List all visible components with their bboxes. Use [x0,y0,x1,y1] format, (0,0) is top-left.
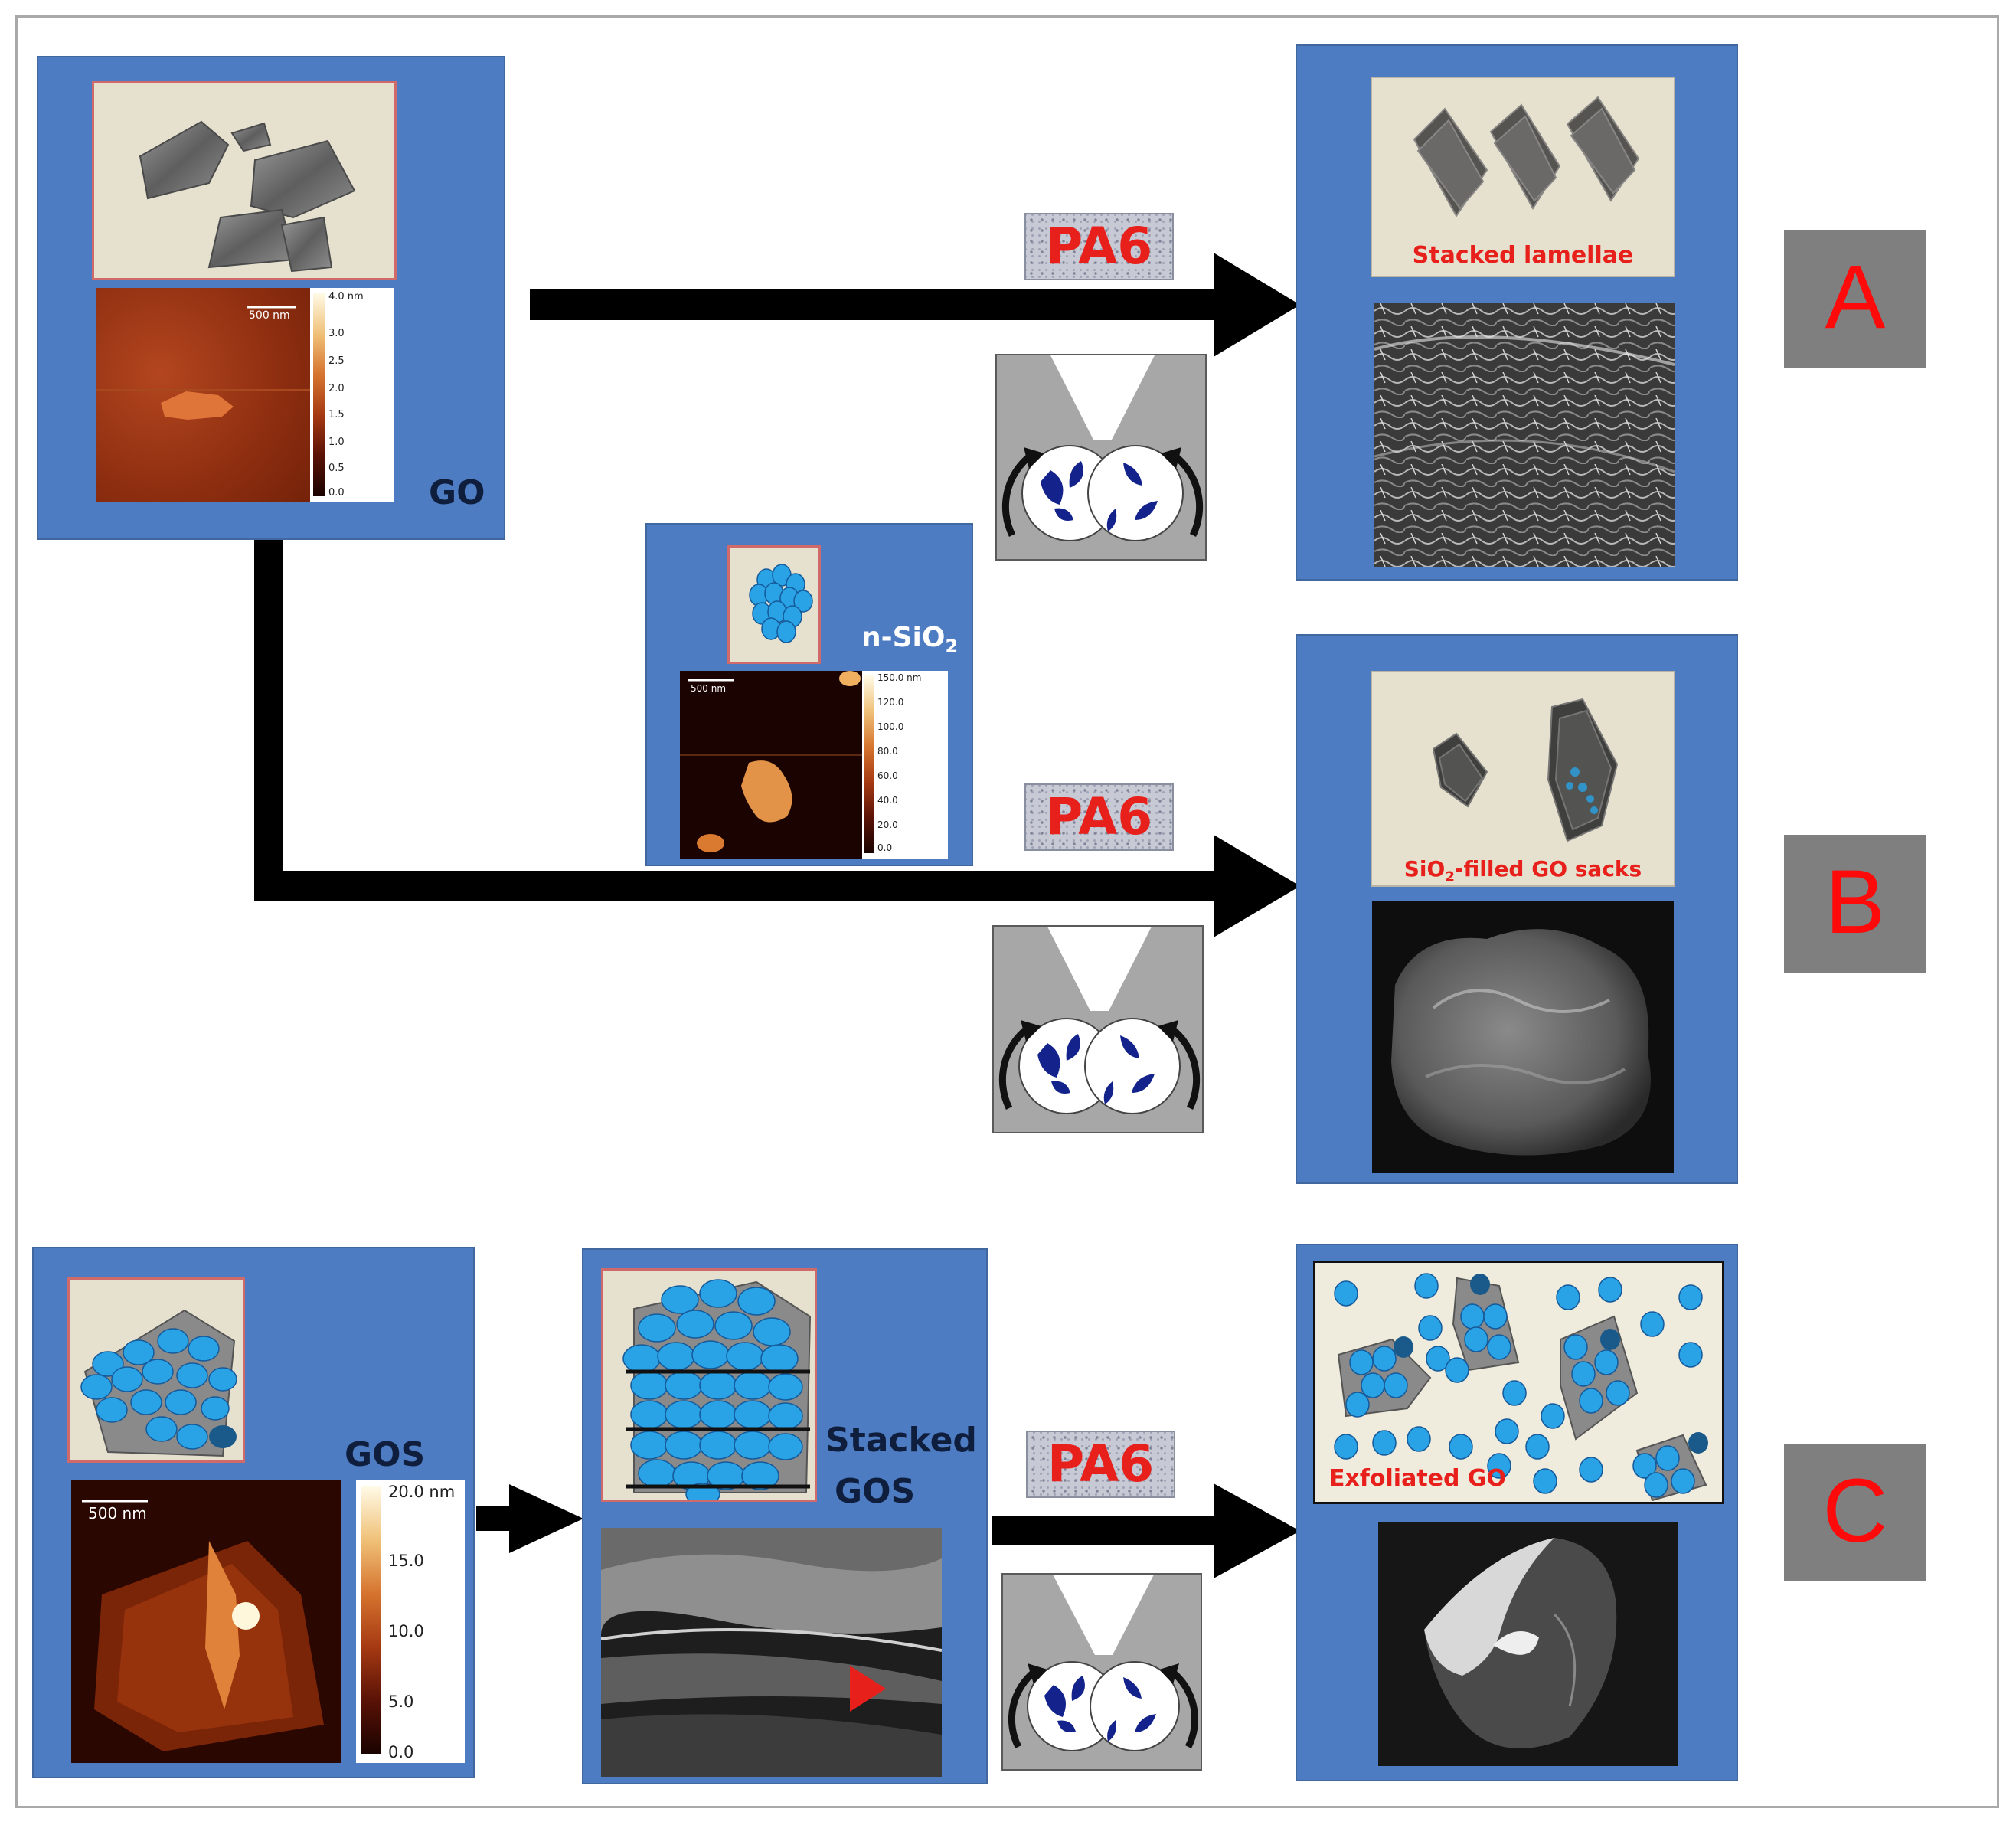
sio2-colorbar-tick-7: 0.0 [877,842,893,853]
row-letter-c: C [1822,1460,1888,1562]
stacked-lamellae-schematic: Stacked lamellae [1371,77,1675,277]
gos-schematic [67,1277,245,1463]
pa6-badge-c: PA6 [1026,1431,1175,1498]
sem-image-b [1372,901,1674,1173]
arrow-c1-shaft [476,1506,513,1531]
go-colorbar-tick-6: 0.5 [328,463,345,474]
red-pointer-triangle [850,1666,886,1712]
arrow-c2-head [1214,1483,1300,1578]
arrow-b-vertical [254,540,283,900]
sio2-colorbar-tick-0: 150.0 nm [877,672,922,683]
gos-colorbar-tick-4: 0.0 [388,1743,414,1761]
go-sheet-schematic [92,81,397,280]
sio2-colorbar-tick-4: 60.0 [877,770,898,781]
pa6-label-a: PA6 [1045,217,1153,276]
arrow-b-head [1214,835,1300,937]
sem-image-c [1378,1522,1678,1766]
go-colorbar-tick-3: 2.0 [328,383,345,394]
pa6-label-c: PA6 [1047,1434,1155,1493]
stacked-gos-schematic [601,1268,817,1502]
gos-scale-bar-label: 500 nm [88,1504,147,1522]
arrow-c2-shaft [992,1516,1223,1545]
caption-exfoliated-go: Exfoliated GO [1329,1465,1507,1492]
go-sheet-1 [139,120,230,200]
row-label-c: C [1784,1444,1926,1581]
go-sheet-3 [250,139,356,219]
go-colorbar-tick-5: 1.0 [328,437,345,448]
twin-screw-extruder-b [992,925,1204,1133]
gos-label: GOS [345,1435,426,1474]
sem-c-bright-fold [1424,1538,1554,1676]
n-sio2-label: n-SiO2 [861,622,958,657]
arrow-b-shaft [254,871,1223,901]
caption-b-subscript: 2 [1445,868,1455,885]
go-afm-image: 500 nm [96,288,310,502]
pa6-badge-b: PA6 [1024,783,1174,851]
caption-b-prefix: SiO [1403,856,1446,881]
sio2-filled-go-sacks-schematic: SiO2-filled GO sacks [1371,671,1675,887]
go-colorbar-tick-0: 4.0 nm [328,291,364,303]
n-sio2-text: n-SiO [861,622,946,653]
sio2-colorbar-tick-6: 20.0 [877,819,898,830]
exfoliated-go-schematic: Exfoliated GO [1313,1261,1724,1504]
row-letter-a: A [1825,247,1886,348]
gos-colorbar-tick-3: 5.0 [388,1693,414,1711]
gos-colorbar-tick-1: 15.0 [388,1552,424,1570]
row-letter-b: B [1825,852,1886,953]
gos-colorbar-tick-2: 10.0 [388,1622,424,1640]
n-sio2-subscript: 2 [945,636,959,658]
twin-screw-extruder-c [1001,1573,1202,1771]
arrow-a-shaft [530,289,1223,320]
sio2-colorbar: 150.0 nm 120.0 100.0 80.0 60.0 40.0 20.0… [862,671,948,859]
twin-screw-extruder-a [995,354,1207,561]
caption-stacked-lamellae: Stacked lamellae [1412,242,1634,269]
go-colorbar-tick-1: 3.0 [328,328,345,339]
go-sheet-2 [230,122,272,152]
gos-colorbar: 20.0 nm 15.0 10.0 5.0 0.0 [356,1480,465,1763]
sio2-scale-bar-label: 500 nm [691,683,727,694]
pa6-label-b: PA6 [1045,787,1153,846]
sio2-colorbar-tick-3: 80.0 [877,746,898,757]
sio2-colorbar-tick-5: 40.0 [877,795,898,806]
stacked-gos-label-line2: GOS [835,1472,916,1511]
gos-colorbar-tick-0: 20.0 nm [388,1483,456,1501]
sem-image-a [1374,303,1675,567]
row-label-a: A [1784,230,1926,368]
row-label-b: B [1784,835,1926,973]
go-colorbar: 4.0 nm 3.0 2.5 2.0 1.5 1.0 0.5 0.0 [310,288,394,502]
go-scale-bar-label: 500 nm [249,309,290,322]
caption-sio2-filled-go-sacks: SiO2-filled GO sacks [1372,856,1674,885]
go-label: GO [429,473,485,512]
go-colorbar-tick-7: 0.0 [328,487,345,499]
arrow-a-head [1214,253,1300,357]
go-afm-flake [161,391,234,420]
gos-afm-image: 500 nm [71,1480,341,1763]
arrow-c1-head [509,1484,583,1553]
sio2-afm-image: 500 nm [680,671,862,859]
go-sheet-4 [207,208,296,269]
sio2-afm-particle [741,760,792,823]
sio2-colorbar-tick-1: 120.0 [877,697,904,708]
sio2-cluster-schematic [727,545,821,664]
pa6-badge-a: PA6 [1024,213,1174,280]
stacked-gos-label-line1: Stacked [825,1421,977,1460]
go-colorbar-tick-2: 2.5 [328,355,345,367]
go-sheet-5 [280,216,333,273]
sem-image-stacked-gos [601,1528,942,1777]
figure-frame [15,15,1999,1808]
sio2-colorbar-tick-2: 100.0 [877,721,904,732]
caption-b-suffix: -filled GO sacks [1454,856,1642,881]
go-colorbar-tick-4: 1.5 [328,409,345,420]
